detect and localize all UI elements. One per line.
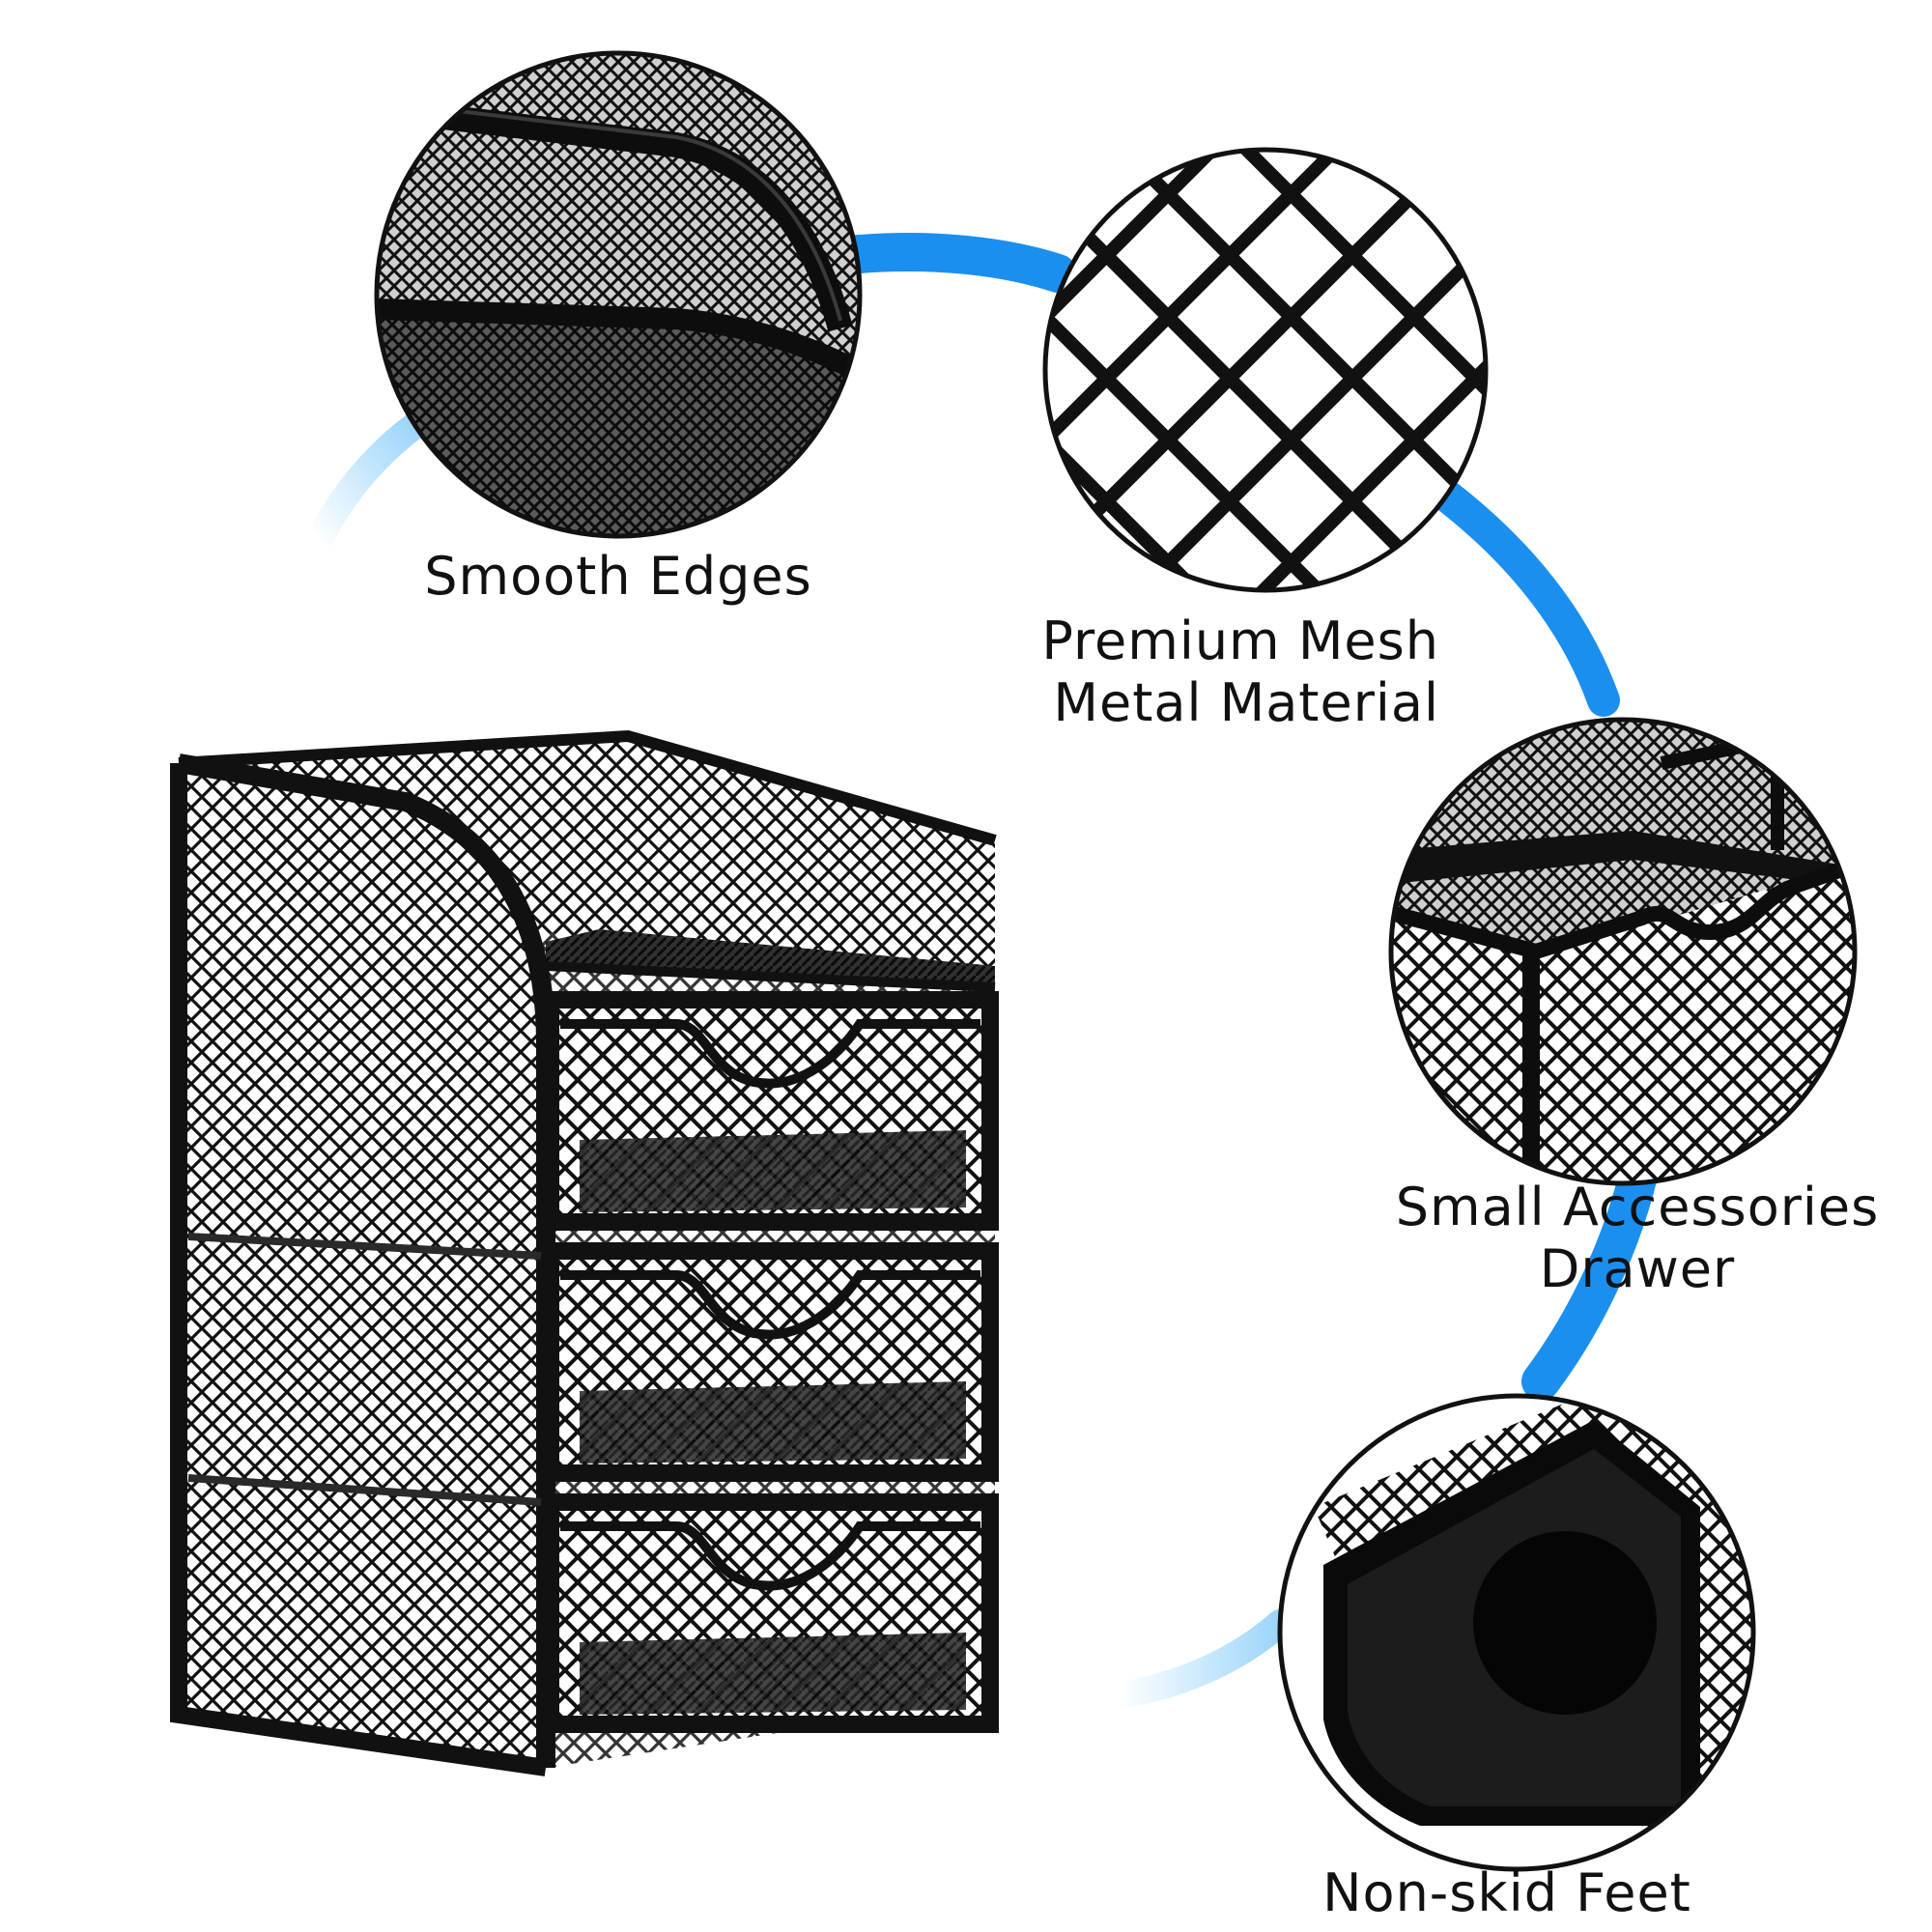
drawer-label-line2: Drawer: [1539, 1238, 1736, 1299]
non-skid-feet-label-text: Non-skid Feet: [1322, 1862, 1691, 1923]
mesh-organizer: [170, 729, 999, 1776]
foot-pad-detail: [1277, 1393, 1756, 1872]
smooth-edges-label-text: Smooth Edges: [424, 546, 812, 607]
drawer-label: Small Accessories Drawer: [1377, 1177, 1898, 1300]
premium-mesh-label: Premium Mesh Metal Material: [1014, 611, 1439, 734]
drawer-label-line1: Small Accessories: [1395, 1177, 1880, 1237]
blue-connector-arc: [305, 233, 1662, 1709]
non-skid-feet-label: Non-skid Feet: [1304, 1862, 1710, 1924]
drawer-detail: [1388, 717, 1858, 1186]
drawer: [542, 1242, 999, 1482]
premium-mesh-label-line2: Metal Material: [1053, 672, 1439, 733]
mesh-detail: [1042, 147, 1489, 593]
drawer: [542, 1493, 999, 1733]
smooth-edges-label: Smooth Edges: [415, 546, 821, 608]
drawer: [542, 991, 999, 1231]
premium-mesh-label-line1: Premium Mesh: [1041, 611, 1439, 671]
smooth-edge-detail: [374, 50, 863, 539]
